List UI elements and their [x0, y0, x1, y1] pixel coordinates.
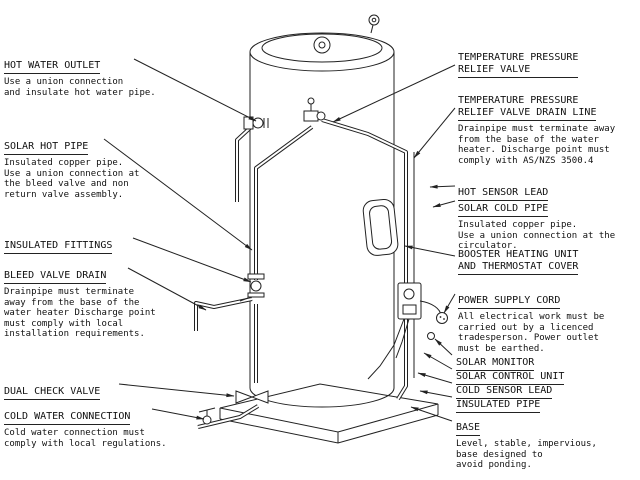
dual-check-valve-symbol	[235, 390, 269, 404]
label-solar-monitor: SOLAR MONITOR	[456, 350, 535, 371]
label-insulated-fittings: INSULATED FITTINGS	[4, 233, 113, 254]
label-title: COLD WATER CONNECTION	[4, 411, 131, 425]
leader-insulated-fittings	[132, 237, 252, 283]
label-desc: Drainpipe must terminate away from the b…	[4, 287, 156, 339]
label-solar-hot-pipe: SOLAR HOT PIPE Insulated copper pipe. Us…	[4, 134, 139, 200]
sensor-leads	[367, 318, 410, 380]
label-desc: Level, stable, impervious, base designed…	[456, 439, 597, 470]
leader-solar-control-unit	[423, 352, 453, 370]
label-cold-water-connection: COLD WATER CONNECTION Cold water connect…	[4, 404, 167, 449]
label-desc: Insulated copper pipe. Use a union conne…	[4, 158, 140, 200]
leader-tpr-valve	[332, 64, 456, 123]
label-bleed-valve-drain: BLEED VALVE DRAIN Drainpipe must termina…	[4, 263, 156, 340]
leader-tpr-drain-line	[413, 107, 456, 159]
label-desc: Drainpipe must terminate away from the b…	[458, 124, 616, 166]
leader-bleed-valve-drain	[127, 267, 207, 311]
leader-solar-hot-pipe	[103, 138, 253, 251]
label-tpr-valve: TEMPERATURE PRESSURE RELIEF VALVE	[458, 52, 579, 78]
leader-power-supply-cord	[443, 293, 456, 314]
leader-hot-sensor-lead	[429, 184, 456, 189]
label-hot-sensor-lead: HOT SENSOR LEAD	[458, 180, 549, 201]
power-cord-and-plug	[419, 300, 448, 324]
base-slab	[219, 383, 439, 444]
label-title: POWER SUPPLY CORD	[458, 295, 561, 309]
label-desc: Insulated copper pipe. Use a union conne…	[458, 220, 616, 251]
label-tpr-drain-line: TEMPERATURE PRESSURE RELIEF VALVE DRAIN …	[458, 95, 615, 166]
leader-solar-cold-pipe	[432, 200, 456, 208]
tank-body	[249, 14, 395, 408]
label-title: HOT SENSOR LEAD	[458, 187, 549, 201]
label-base: BASE Level, stable, impervious, base des…	[456, 415, 597, 471]
leader-cold-sensor-lead	[417, 372, 453, 384]
top-fitting-icon	[368, 14, 380, 26]
leader-dual-check-valve	[118, 383, 235, 398]
lid-center-fitting-icon	[313, 36, 331, 54]
label-desc: Cold water connection must comply with l…	[4, 428, 167, 449]
pipes	[194, 118, 415, 429]
hot-water-outlet-pipe	[236, 127, 251, 202]
label-title: INSULATED FITTINGS	[4, 240, 113, 254]
solar-monitor-device	[427, 332, 435, 340]
label-insulated-pipe: INSULATED PIPE	[456, 392, 541, 413]
label-power-supply-cord: POWER SUPPLY CORD All electrical work mu…	[458, 288, 604, 354]
label-solar-cold-pipe: SOLAR COLD PIPE Insulated copper pipe. U…	[458, 196, 615, 252]
hot-water-outlet-fitting	[243, 116, 269, 130]
label-title: SOLAR HOT PIPE	[4, 141, 89, 155]
label-title: SOLAR COLD PIPE	[458, 203, 549, 217]
label-desc: Use a union connection and insulate hot …	[4, 77, 156, 98]
label-title: BOOSTER HEATING UNIT AND THERMOSTAT COVE…	[458, 249, 579, 275]
booster-thermostat-cover	[362, 198, 399, 256]
solar-control-unit-box	[397, 282, 422, 320]
insulated-fittings-assembly	[239, 273, 265, 302]
label-title: COLD SENSOR LEAD	[456, 385, 553, 399]
label-title: BASE	[456, 422, 481, 436]
label-title: SOLAR MONITOR	[456, 357, 535, 371]
label-title: INSULATED PIPE	[456, 399, 541, 413]
leader-booster-unit	[404, 245, 456, 257]
leader-solar-monitor	[434, 338, 453, 356]
leader-hot-water-outlet	[133, 58, 257, 122]
label-title: TEMPERATURE PRESSURE RELIEF VALVE	[458, 52, 579, 78]
label-cold-sensor-lead: COLD SENSOR LEAD	[456, 378, 553, 399]
label-title: DUAL CHECK VALVE	[4, 386, 101, 400]
leader-insulated-pipe	[419, 390, 453, 398]
label-desc: All electrical work must be carried out …	[458, 312, 605, 354]
label-hot-water-outlet: HOT WATER OUTLET Use a union connection …	[4, 53, 156, 98]
tpr-valve	[303, 97, 326, 122]
leader-lines	[103, 58, 456, 422]
cold-sensor-lead-line	[367, 318, 405, 380]
solar-hot-pipe	[255, 126, 313, 280]
cold-water-pipe	[197, 405, 259, 428]
label-title: BLEED VALVE DRAIN	[4, 270, 107, 284]
label-dual-check-valve: DUAL CHECK VALVE	[4, 379, 101, 400]
cold-water-stop-valve	[198, 407, 216, 425]
label-title: SOLAR CONTROL UNIT	[456, 371, 565, 385]
label-solar-control-unit: SOLAR CONTROL UNIT	[456, 364, 565, 385]
leader-cold-water-connection	[151, 408, 205, 420]
label-title: HOT WATER OUTLET	[4, 60, 101, 74]
label-title: TEMPERATURE PRESSURE RELIEF VALVE DRAIN …	[458, 95, 597, 121]
leader-base	[410, 406, 453, 422]
tpr-drain-line-pipe	[321, 119, 407, 400]
label-booster-heating-unit: BOOSTER HEATING UNIT AND THERMOSTAT COVE…	[458, 249, 579, 275]
